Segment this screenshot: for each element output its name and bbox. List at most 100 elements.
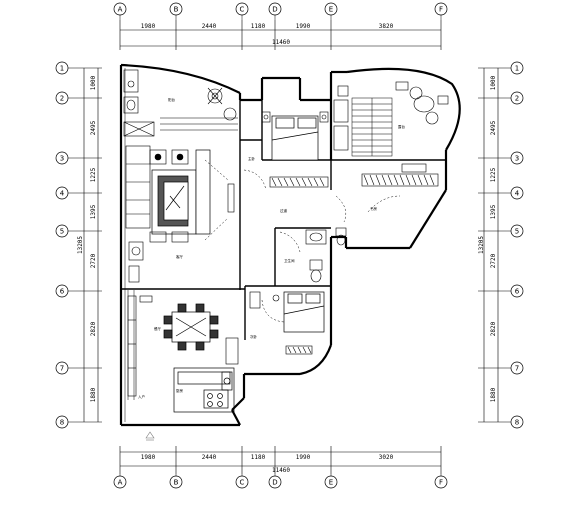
armchair-icons [149, 149, 189, 243]
right-dim-texts: 1000 2495 1225 1395 2720 2820 1880 13205 [478, 75, 497, 402]
second-door-swing [261, 299, 285, 323]
svg-text:2: 2 [515, 95, 519, 103]
dim-bottom-1: 1980 [141, 454, 156, 461]
axis-bubble-4-left: 4 [55, 186, 69, 200]
room-label-terrace: 露台 [398, 124, 406, 129]
axis-bubble-F-bottom: F [434, 475, 448, 489]
svg-text:1: 1 [515, 65, 519, 73]
dim-left-1: 1000 [90, 75, 97, 90]
master-bed [271, 115, 319, 161]
dim-top-3: 1180 [251, 23, 266, 30]
svg-text:7: 7 [515, 365, 519, 373]
dim-right-7: 1880 [490, 387, 497, 402]
dim-left-5: 2720 [90, 253, 97, 268]
axis-bubble-8-left: 8 [55, 415, 69, 429]
svg-text:2: 2 [60, 95, 64, 103]
tv-cabinet [125, 145, 151, 229]
top-left-bath [123, 69, 238, 137]
svg-text:F: F [439, 479, 443, 487]
study-fixtures [333, 85, 349, 151]
dim-right-2: 2495 [490, 120, 497, 135]
axis-bubble-E-bottom: E [324, 475, 338, 489]
dim-right-1: 1000 [490, 75, 497, 90]
axis-bubble-5-left: 5 [55, 224, 69, 238]
top-dim-texts: 1980 2440 1180 1990 3820 11460 [141, 23, 394, 46]
svg-text:D: D [272, 479, 277, 487]
left-dimensions [76, 67, 102, 423]
dining-cabinet [139, 295, 239, 365]
room-label-balcony: 阳台 [168, 97, 175, 102]
walls [119, 63, 461, 427]
svg-text:6: 6 [60, 288, 65, 296]
bottom-dim-texts: 1980 2440 1180 1990 3020 11460 [141, 454, 394, 474]
svg-text:6: 6 [515, 288, 520, 296]
stairs [351, 97, 393, 157]
bath-door-swing [279, 195, 346, 253]
svg-text:5: 5 [60, 228, 64, 236]
svg-text:4: 4 [515, 190, 520, 198]
axis-bubble-D-top: D [268, 2, 282, 16]
dim-left-3: 1225 [90, 167, 97, 182]
svg-text:5: 5 [515, 228, 519, 236]
axis-bubble-7-left: 7 [55, 361, 69, 375]
room-label-entry: 入户 [138, 394, 145, 399]
plant-icon [207, 87, 237, 121]
svg-text:B: B [174, 479, 179, 487]
axis-bubble-E-top: E [324, 2, 338, 16]
svg-text:A: A [118, 6, 123, 14]
dim-right-6: 2820 [490, 321, 497, 336]
study-door-swing [367, 195, 401, 213]
room-label-dining: 餐厅 [154, 326, 161, 331]
wall-inner-lines [124, 68, 135, 422]
axis-bubble-C-bottom: C [235, 475, 249, 489]
dim-left-2: 2495 [90, 120, 97, 135]
axis-columns-bottom: A B C D E F [113, 475, 448, 489]
terrace-furniture [395, 81, 449, 125]
svg-text:8: 8 [60, 419, 64, 427]
svg-text:B: B [174, 6, 179, 14]
axis-bubble-4-right: 4 [510, 186, 524, 200]
room-label-corridor: 过道 [280, 208, 288, 213]
svg-text:C: C [240, 6, 245, 14]
axis-row-leaders [68, 67, 511, 423]
axis-bubble-8-right: 8 [510, 415, 524, 429]
axis-columns-top: A B C D E F [113, 2, 448, 16]
dim-left-4: 1395 [90, 204, 97, 219]
bathroom-fixtures [305, 227, 347, 283]
axis-rows-left: 1 2 3 4 5 6 7 8 [55, 61, 69, 429]
room-label-bedroom-second: 次卧 [250, 334, 258, 339]
svg-text:D: D [272, 6, 277, 14]
room-label-living: 客厅 [176, 254, 183, 259]
master-wardrobe [269, 176, 329, 188]
axis-bubble-2-left: 2 [55, 91, 69, 105]
top-dimensions [119, 20, 442, 50]
axis-bubble-7-right: 7 [510, 361, 524, 375]
svg-text:3: 3 [60, 155, 64, 163]
living-left-fixtures [128, 241, 144, 283]
room-label-kitchen: 厨房 [176, 388, 183, 393]
dim-bottom-3: 1180 [251, 454, 266, 461]
dim-right-3: 1225 [490, 167, 497, 182]
svg-text:F: F [439, 6, 443, 14]
entry-icon [145, 431, 155, 441]
axis-bubble-A-top: A [113, 2, 127, 16]
bottom-dimensions [119, 446, 442, 474]
dim-top-2: 2440 [202, 23, 217, 30]
second-bed [283, 291, 325, 333]
dim-right-sub: 13205 [478, 236, 485, 254]
dim-top-4: 1990 [296, 23, 311, 30]
axis-bubble-1-right: 1 [510, 61, 524, 75]
study-wardrobe [361, 163, 439, 187]
left-dim-texts: 1000 2495 1225 1395 2720 2820 1880 13205 [77, 75, 97, 402]
dim-bottom-total: 11460 [272, 467, 290, 474]
svg-text:A: A [118, 479, 123, 487]
dim-bottom-5: 3020 [379, 454, 394, 461]
sofa [151, 149, 211, 235]
dim-top-1: 1980 [141, 23, 156, 30]
right-dimensions [478, 67, 506, 423]
kitchen-counter [173, 367, 235, 413]
axis-bubble-3-left: 3 [55, 151, 69, 165]
room-label-bath: 卫生间 [284, 258, 295, 263]
axis-bubble-1-left: 1 [55, 61, 69, 75]
